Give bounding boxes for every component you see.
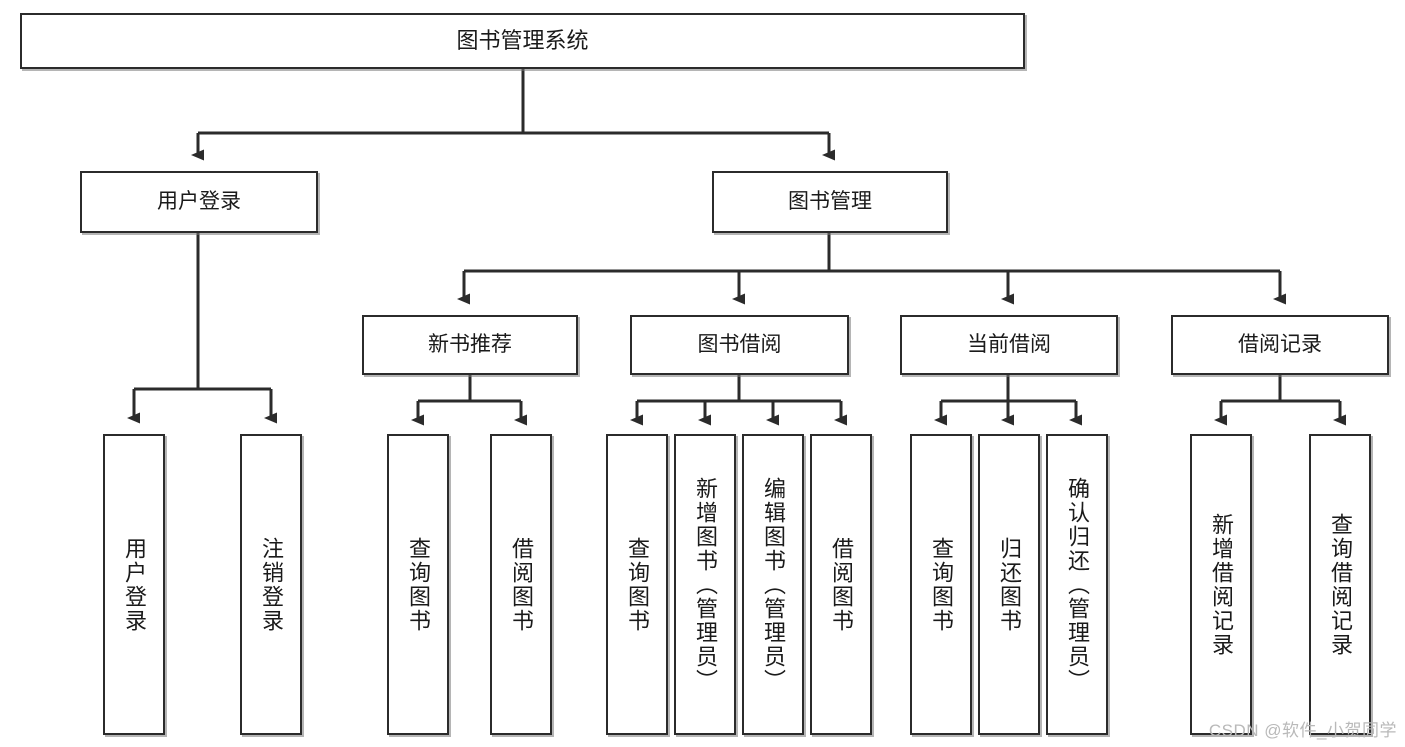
leaf-add-book-admin[interactable]: 新增图书（管理员） [674,434,736,735]
node-label: 当前借阅 [967,332,1051,356]
node-label: 借阅图书 [829,536,854,633]
node-borrow-record[interactable]: 借阅记录 [1171,315,1389,375]
node-label: 新增借阅记录 [1209,512,1234,657]
leaf-return-book[interactable]: 归还图书 [978,434,1040,735]
node-label: 编辑图书（管理员） [761,476,786,693]
leaf-borrow-book-recommend[interactable]: 借阅图书 [490,434,552,735]
leaf-query-book-recommend[interactable]: 查询图书 [387,434,449,735]
node-label: 查询图书 [625,536,650,633]
leaf-logout-login[interactable]: 注销登录 [240,434,302,735]
leaf-edit-book-admin[interactable]: 编辑图书（管理员） [742,434,804,735]
leaf-borrow-book[interactable]: 借阅图书 [810,434,872,735]
leaf-user-login[interactable]: 用户登录 [103,434,165,735]
node-label: 用户登录 [157,189,241,213]
node-label: 用户登录 [122,536,147,633]
leaf-confirm-return-admin[interactable]: 确认归还（管理员） [1046,434,1108,735]
csdn-watermark: CSDN @软件_小贺同学 [1208,721,1397,740]
node-label: 查询图书 [929,536,954,633]
node-label: 确认归还（管理员） [1065,476,1090,693]
node-book-borrow[interactable]: 图书借阅 [630,315,849,375]
node-label: 借阅记录 [1238,332,1322,356]
node-new-book-recommend[interactable]: 新书推荐 [362,315,578,375]
leaf-query-borrow-record[interactable]: 查询借阅记录 [1309,434,1371,735]
leaf-add-borrow-record[interactable]: 新增借阅记录 [1190,434,1252,735]
node-label: 注销登录 [259,536,284,633]
node-label: 图书管理 [788,189,872,213]
node-label: 图书借阅 [697,332,782,356]
node-label: 新增图书（管理员） [693,476,718,693]
leaf-query-book-current[interactable]: 查询图书 [910,434,972,735]
node-current-borrow[interactable]: 当前借阅 [900,315,1118,375]
node-label: 查询借阅记录 [1328,512,1353,657]
node-label: 归还图书 [997,536,1022,633]
node-label: 借阅图书 [509,536,534,633]
node-label: 新书推荐 [428,332,512,356]
node-book-management[interactable]: 图书管理 [712,171,948,233]
node-user-login[interactable]: 用户登录 [80,171,318,233]
node-root-book-management-system[interactable]: 图书管理系统 [20,13,1025,69]
leaf-query-book-borrow[interactable]: 查询图书 [606,434,668,735]
node-label: 查询图书 [406,536,431,633]
node-label: 图书管理系统 [456,28,589,54]
